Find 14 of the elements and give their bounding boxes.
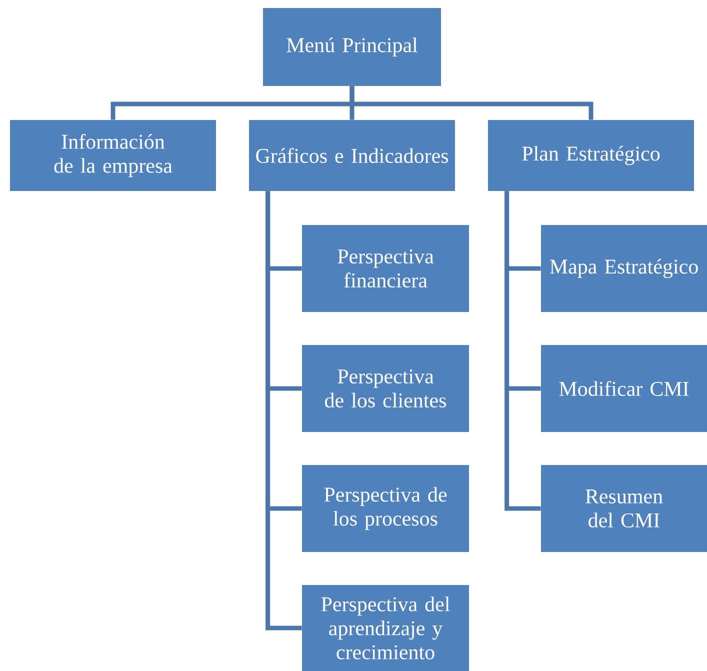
menu-box: Mapa Estratégico <box>541 225 707 312</box>
menu-box: Perspectiva de los clientes <box>302 345 469 432</box>
menu-box: Perspectiva financiera <box>302 225 469 312</box>
menu-box: Modificar CMI <box>541 345 707 432</box>
menu-box: Información de la empresa <box>10 120 216 191</box>
menu-box: Plan Estratégico <box>488 120 694 191</box>
connector-line <box>350 86 594 120</box>
menu-box: Perspectiva de los procesos <box>302 465 469 552</box>
connector-line <box>266 191 302 630</box>
menu-box: Resumen del CMI <box>541 465 707 552</box>
menu-box: Menú Principal <box>263 8 441 86</box>
connector-line <box>504 191 541 511</box>
menu-box: Gráficos e Indicadores <box>249 120 455 191</box>
menu-box: Perspectiva del aprendizaje y crecimiento <box>302 585 469 671</box>
